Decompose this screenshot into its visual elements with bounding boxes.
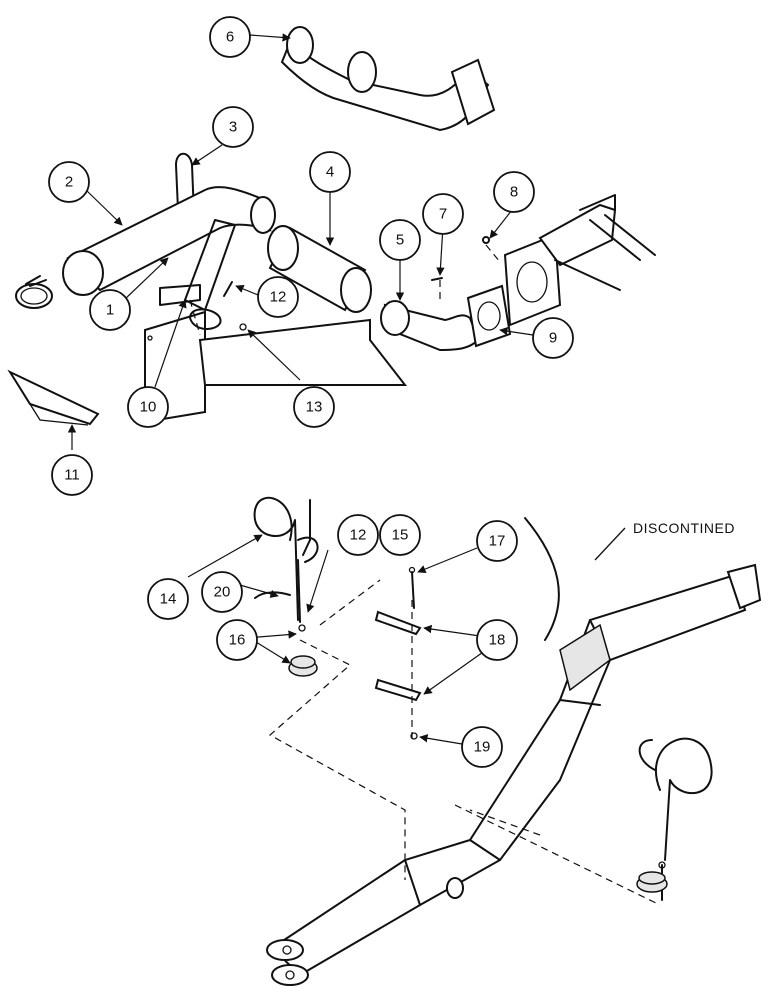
svg-text:10: 10 xyxy=(140,399,157,416)
svg-text:6: 6 xyxy=(226,29,234,46)
exhaust-manifold xyxy=(503,194,656,327)
svg-text:7: 7 xyxy=(439,206,447,223)
exhaust-pipe-upper xyxy=(280,26,496,132)
assembly-path-bottom xyxy=(268,579,661,906)
callout-11: 11 xyxy=(51,454,93,496)
bracket-plate xyxy=(7,369,100,426)
fasteners-top xyxy=(223,236,490,331)
callout-5: 5 xyxy=(379,219,421,261)
callout-12-top: 12 xyxy=(257,276,299,318)
svg-text:4: 4 xyxy=(326,164,334,181)
callout-20: 20 xyxy=(201,571,243,613)
callout-4: 4 xyxy=(309,151,351,193)
svg-text:20: 20 xyxy=(214,584,231,601)
assembly-path-top xyxy=(189,244,501,336)
callout-15: 15 xyxy=(379,514,421,556)
callout-19: 19 xyxy=(461,726,503,768)
drawbar-frame xyxy=(266,563,762,986)
callout-18: 18 xyxy=(476,619,518,661)
discontinued-label: DISCONTINED xyxy=(633,520,735,536)
spring-hanger-right xyxy=(636,737,713,901)
callout-10: 10 xyxy=(127,386,169,428)
svg-text:9: 9 xyxy=(549,330,557,347)
callout-9: 9 xyxy=(532,317,574,359)
svg-text:8: 8 xyxy=(510,184,518,201)
callout-3: 3 xyxy=(212,106,254,148)
svg-text:2: 2 xyxy=(65,174,73,191)
callout-12-bottom: 12 xyxy=(337,514,379,556)
callout-2: 2 xyxy=(48,161,90,203)
pipe-clamp xyxy=(15,275,53,309)
callout-8: 8 xyxy=(493,171,535,213)
svg-text:19: 19 xyxy=(474,739,491,756)
callout-1: 1 xyxy=(89,289,131,331)
adapter-elbow xyxy=(380,300,480,352)
spring-hanger-left xyxy=(253,496,319,677)
strap-hardware xyxy=(374,566,422,740)
svg-text:5: 5 xyxy=(396,232,404,249)
leader-lines xyxy=(67,33,534,745)
svg-text:1: 1 xyxy=(106,302,114,319)
svg-text:15: 15 xyxy=(392,527,409,544)
svg-text:11: 11 xyxy=(64,467,80,484)
exhaust-pipe-straight xyxy=(267,225,372,313)
callout-7: 7 xyxy=(422,193,464,235)
gasket xyxy=(466,284,512,348)
exhaust-pipe-elbow xyxy=(62,186,276,296)
callout-17: 17 xyxy=(476,520,518,562)
callout-16: 16 xyxy=(216,619,258,661)
callout-14: 14 xyxy=(147,578,189,620)
callout-13: 13 xyxy=(293,386,335,428)
svg-text:17: 17 xyxy=(489,533,506,550)
discontinued-boundary xyxy=(524,517,560,641)
svg-text:3: 3 xyxy=(229,119,237,136)
svg-text:13: 13 xyxy=(306,399,323,416)
svg-text:12: 12 xyxy=(350,527,367,544)
svg-text:16: 16 xyxy=(229,632,246,649)
svg-text:18: 18 xyxy=(489,632,506,649)
svg-text:14: 14 xyxy=(160,591,177,608)
callout-6: 6 xyxy=(209,16,251,58)
svg-text:12: 12 xyxy=(270,289,287,306)
discontinued-leader xyxy=(594,527,626,561)
